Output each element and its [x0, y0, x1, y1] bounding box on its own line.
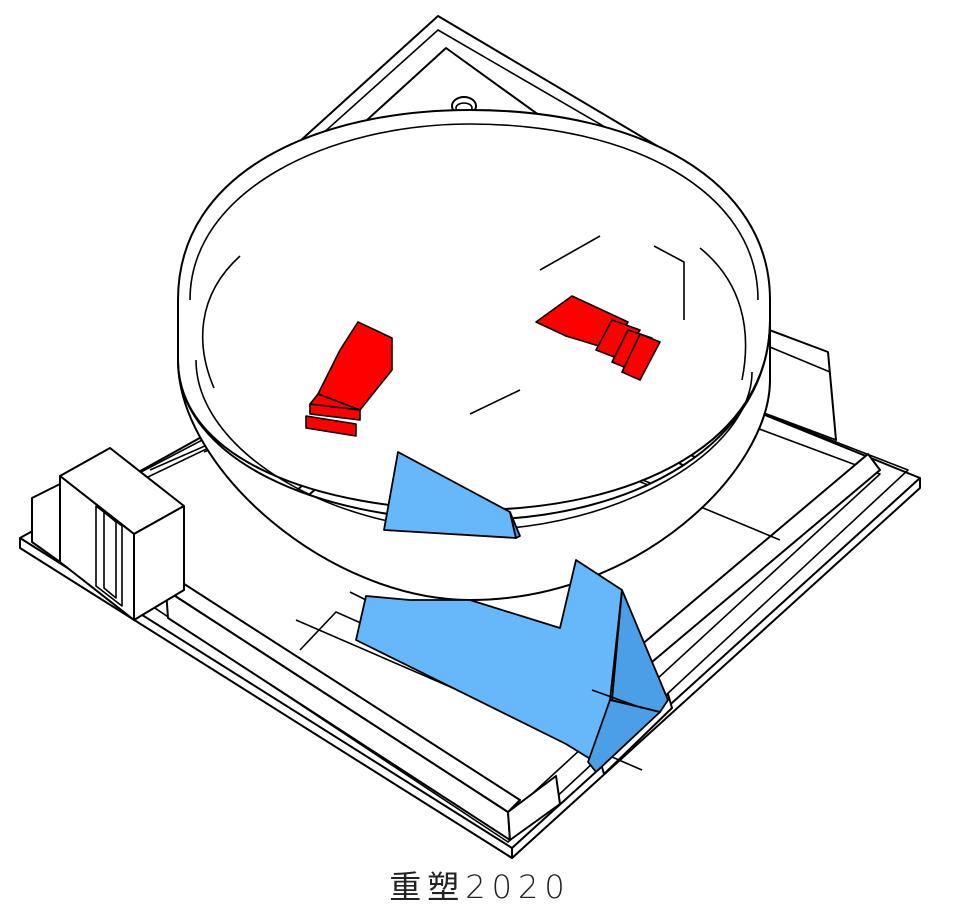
stair-right — [535, 295, 661, 381]
blue-folded-wall-lower — [355, 559, 669, 773]
caption-title: 重塑2020 — [389, 868, 571, 906]
detail-lines — [349, 235, 685, 709]
entrance-box — [31, 447, 185, 621]
axonometric-building-drawing — [19, 15, 921, 859]
blue-folded-wall-upper — [383, 451, 521, 539]
stair-left — [305, 321, 393, 437]
